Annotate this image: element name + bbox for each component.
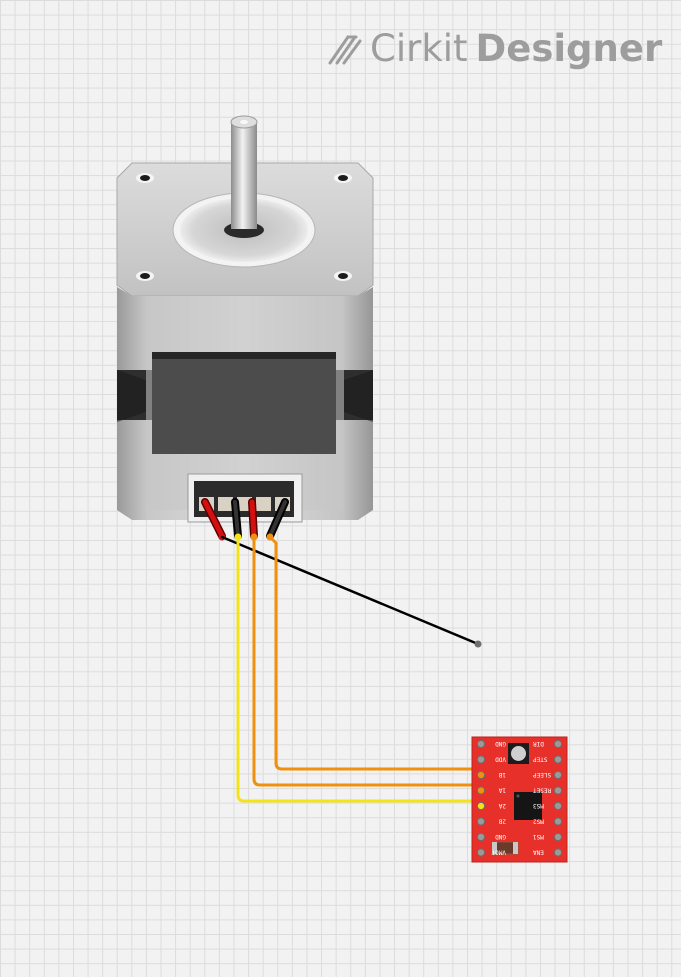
stepper-driver-board[interactable]: GND VDD 1B 1A 2A 2B GND VMOT DIR STEP SLEEP RESET MS…	[471, 736, 568, 863]
driver-pin-ms1[interactable]	[553, 832, 563, 842]
driver-pin-2b[interactable]	[476, 817, 486, 826]
driver-pin-gnd[interactable]	[476, 739, 486, 749]
driver-pin-label: ENA	[533, 849, 544, 856]
driver-pin-label: 1B	[498, 771, 506, 778]
wire-orange-1a[interactable]	[252, 535, 483, 787]
motor-shaft	[231, 122, 257, 229]
wire-black[interactable]	[220, 535, 480, 646]
driver-pin-label: DIR	[533, 740, 544, 747]
driver-pin-vdd[interactable]	[476, 755, 486, 764]
driver-pin-gnd[interactable]	[476, 832, 486, 842]
driver-pin-label: GND	[495, 740, 506, 747]
driver-pin-vmot[interactable]	[476, 848, 486, 857]
stepper-motor[interactable]	[116, 115, 374, 541]
cirkit-logo-icon	[328, 35, 362, 65]
driver-pin-label: 2A	[498, 802, 506, 809]
driver-pin-1b[interactable]	[476, 770, 486, 780]
driver-pin-label: VDD	[495, 756, 506, 763]
logo-word-cirkit: Cirkit	[370, 26, 468, 70]
wire-end-point[interactable]	[474, 640, 482, 648]
logo-word-designer: Designer	[475, 26, 663, 70]
driver-pin-reset[interactable]	[553, 786, 563, 795]
driver-pin-2a[interactable]	[476, 801, 486, 811]
driver-pin-step[interactable]	[553, 755, 563, 764]
driver-pin-ms3[interactable]	[553, 801, 563, 811]
driver-pin-label: 1A	[498, 787, 506, 794]
driver-pin-ena[interactable]	[553, 848, 563, 857]
driver-pin-1a[interactable]	[476, 786, 486, 795]
driver-pin-label: STEP	[533, 756, 548, 763]
wires	[220, 535, 483, 803]
driver-pin-label: VMOT	[491, 849, 506, 856]
driver-pin-label: MS2	[533, 818, 544, 825]
wire-yellow[interactable]	[236, 535, 483, 803]
driver-pin-label: 2B	[498, 818, 506, 825]
driver-pin-label: MS1	[533, 833, 544, 840]
driver-pin-label: MS3	[533, 802, 544, 809]
driver-pin-sleep[interactable]	[553, 770, 563, 780]
driver-pin-label: RESET	[533, 787, 551, 794]
driver-pin-label: SLEEP	[533, 771, 551, 778]
motor-leads	[201, 498, 289, 540]
driver-pin-label: GND	[495, 833, 506, 840]
driver-pin-dir[interactable]	[553, 739, 563, 749]
wire-orange-1b[interactable]	[268, 535, 483, 771]
motor-front-window	[152, 352, 336, 454]
driver-pin-ms2[interactable]	[553, 817, 563, 826]
motor-connector[interactable]	[187, 473, 303, 523]
